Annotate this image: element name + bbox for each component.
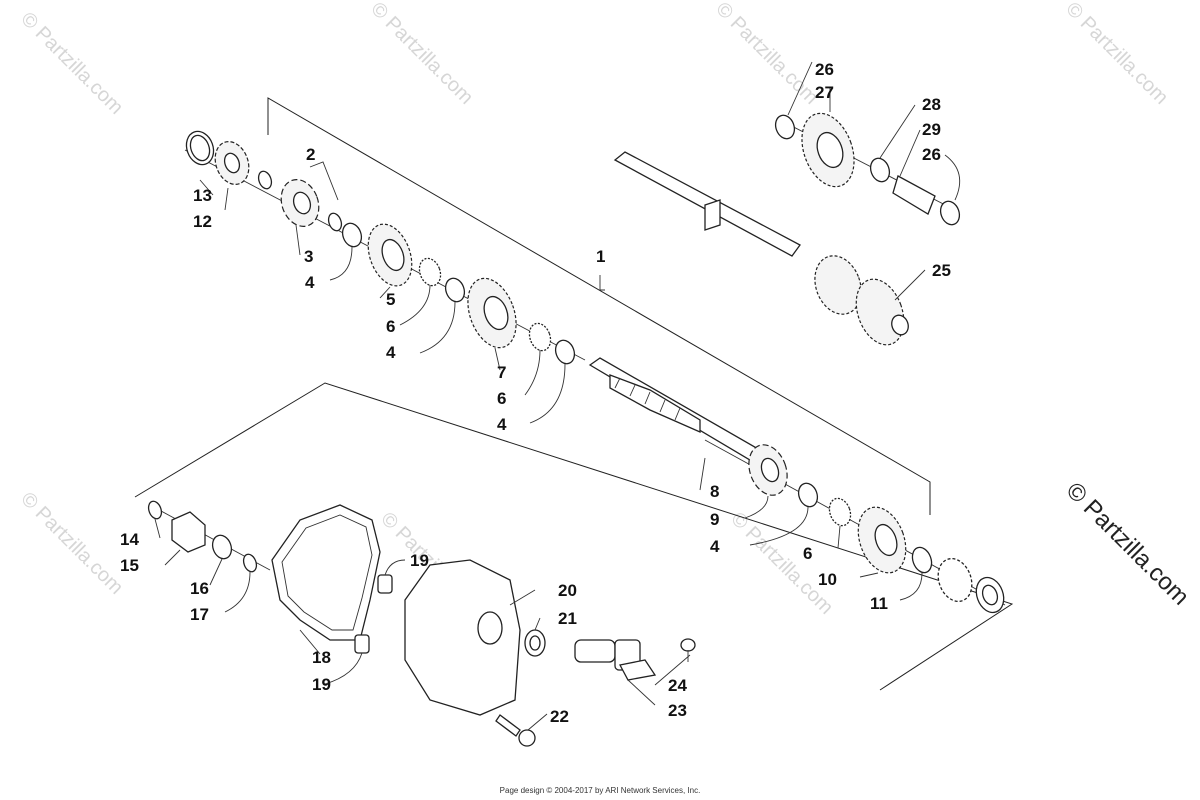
part-27-gear [801, 112, 855, 188]
callout-25: 25 [932, 261, 951, 280]
part-12-gear [214, 141, 250, 185]
part-3-hub [280, 179, 320, 227]
callout-6: 6 [386, 317, 395, 336]
callout-19: 19 [312, 675, 331, 694]
part-24-screw [680, 638, 696, 662]
page-footer: Page design © 2004-2017 by ARI Network S… [499, 786, 701, 795]
callout-26: 26 [815, 60, 834, 79]
assembly-bracket-upper [267, 97, 931, 515]
watermark-text: © Partzilla.com [16, 8, 127, 119]
leader-lines [154, 61, 961, 731]
part-25-countershaft [613, 151, 909, 346]
callout-24: 24 [668, 676, 687, 695]
part-6-needle-bearing [828, 497, 852, 527]
watermark-text: © Partzilla.com [16, 488, 127, 599]
part-6-needle-bearing [418, 257, 442, 287]
part-13-ring [185, 130, 215, 166]
part-20-cover [404, 559, 521, 716]
part-23-sensor [574, 639, 657, 681]
callout-27: 27 [815, 83, 834, 102]
part-16-washer [211, 534, 233, 560]
callout-21: 21 [558, 609, 577, 628]
part-19-dowel [354, 634, 370, 654]
part-26-washer [939, 200, 961, 226]
callout-18: 18 [312, 648, 331, 667]
part-10-gear [857, 506, 907, 574]
part-18-gasket [271, 504, 381, 641]
callout-11: 11 [870, 594, 888, 613]
callout-16: 16 [190, 579, 209, 598]
part-21-seal [524, 629, 546, 657]
part-17-snap-ring [242, 553, 258, 573]
callout-22: 22 [550, 707, 569, 726]
part-14-snap-ring [147, 500, 163, 520]
callout-15: 15 [120, 556, 139, 575]
callout-3: 3 [304, 247, 313, 266]
callout-4: 4 [497, 415, 507, 434]
callout-26: 26 [922, 145, 941, 164]
callout-20: 20 [558, 581, 577, 600]
part-22-bolt [495, 714, 536, 747]
assembly-bracket-lower [134, 382, 1014, 691]
part-15-nut [171, 511, 206, 553]
callout-7: 7 [497, 363, 506, 382]
part-4-washer [797, 482, 819, 508]
callout-29: 29 [922, 120, 941, 139]
part-11-washer [911, 546, 933, 574]
callout-12: 12 [193, 212, 212, 231]
callout-labels: 1 2 3 4 4 4 4 5 6 6 6 7 8 9 10 11 12 13 … [120, 60, 951, 726]
part-4-washer [444, 277, 466, 303]
part-7-gear [467, 277, 517, 349]
watermark-text: © Partzilla.com [711, 0, 822, 109]
callout-4: 4 [710, 537, 720, 556]
part-6-needle-bearing [528, 322, 552, 352]
part-29-sleeve [892, 175, 936, 215]
part-28-bushing [869, 157, 891, 183]
part-19-dowel [377, 574, 393, 594]
callout-13: 13 [193, 186, 212, 205]
callout-5: 5 [386, 290, 395, 309]
part-9-hub [748, 444, 788, 496]
callout-6: 6 [803, 544, 812, 563]
part-4-washer [554, 339, 576, 365]
callout-1: 1 [596, 247, 605, 266]
watermark-text: © Partzilla.com [1061, 0, 1172, 109]
callout-28: 28 [922, 95, 941, 114]
callout-19: 19 [410, 551, 429, 570]
bearing [937, 557, 1005, 614]
part-2-clip [327, 212, 343, 232]
callout-10: 10 [818, 570, 837, 589]
side-watermark: © Partzilla.com [1061, 477, 1194, 610]
watermark-text: © Partzilla.com [726, 508, 837, 619]
callout-6: 6 [497, 389, 506, 408]
callout-4: 4 [305, 273, 315, 292]
callout-2: 2 [306, 145, 315, 164]
callout-23: 23 [668, 701, 687, 720]
callout-17: 17 [190, 605, 209, 624]
watermark-text: © Partzilla.com [366, 0, 477, 109]
part-2-snap-ring [257, 170, 273, 190]
callout-14: 14 [120, 530, 139, 549]
callout-9: 9 [710, 510, 719, 529]
callout-8: 8 [710, 482, 719, 501]
part-26-washer [774, 114, 796, 140]
part-4-washer [341, 222, 363, 248]
part-5-gear [367, 223, 413, 287]
part-8-main-shaft [588, 357, 762, 461]
callout-4: 4 [386, 343, 396, 362]
